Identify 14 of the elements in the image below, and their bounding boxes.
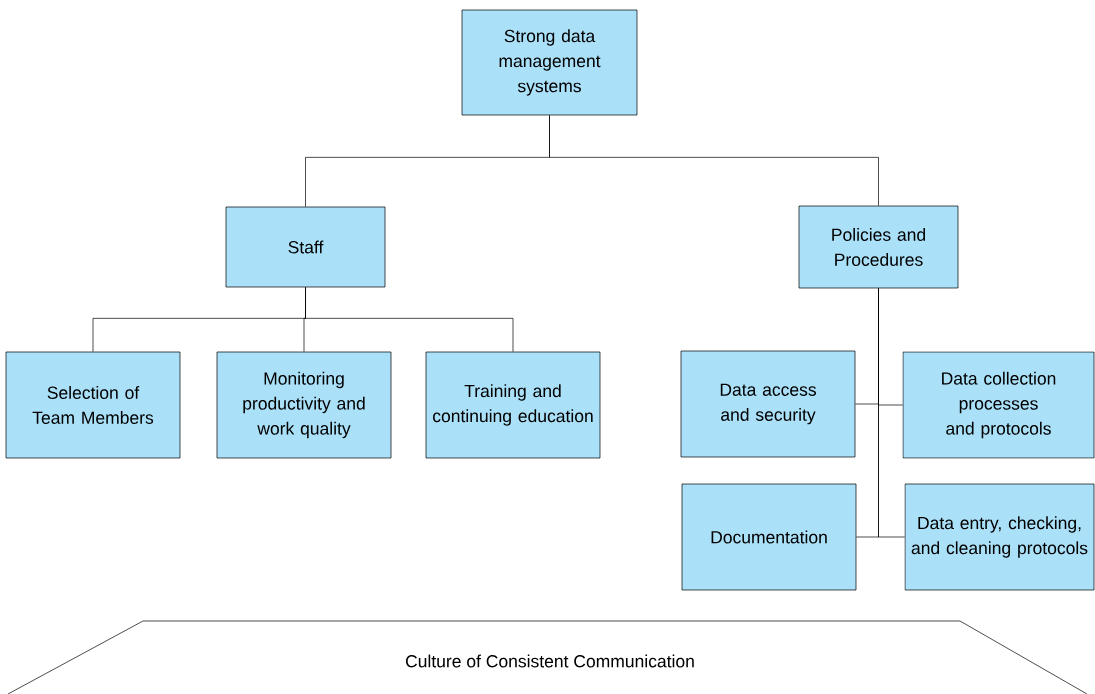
process-box: Strong data management systems xyxy=(461,9,638,116)
connector-line xyxy=(549,115,879,206)
process-box: Data entry, checking, and cleaning protocols xyxy=(904,483,1095,591)
connector-line xyxy=(878,288,905,538)
connector-line xyxy=(305,287,514,352)
process-box: Data access and security xyxy=(680,350,856,458)
process-box: Documentation xyxy=(681,483,857,591)
culture-band: Culture of Consistent Communication xyxy=(7,620,1088,694)
process-box: Data collection processes and protocols xyxy=(902,351,1095,459)
process-box: Selection of Team Members xyxy=(5,351,181,459)
process-box: Policies and Procedures xyxy=(798,205,959,289)
process-box: Training and continuing education xyxy=(425,351,601,459)
process-box: Staff xyxy=(225,206,386,288)
process-box: Monitoring productivity and work quality xyxy=(216,351,392,459)
